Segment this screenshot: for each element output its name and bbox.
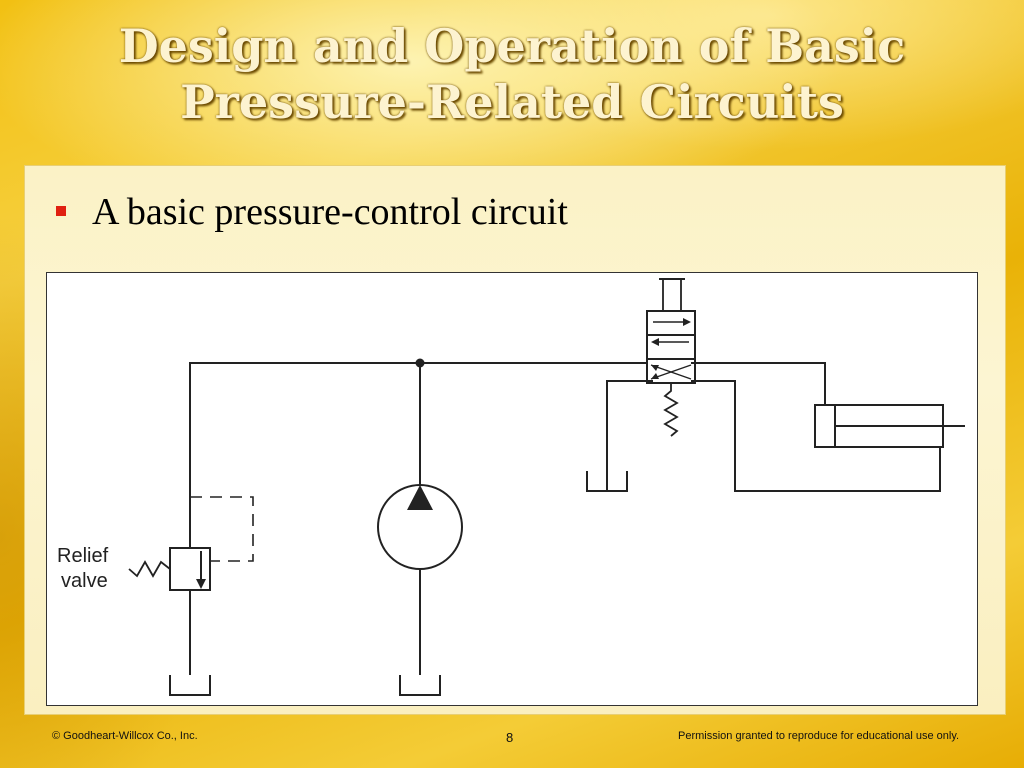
valve-reservoir (586, 471, 628, 492)
cylinder-cap-line (691, 362, 826, 405)
cylinder-symbol (814, 404, 965, 448)
hydraulic-circuit-diagram: Relief valve (46, 272, 978, 706)
main-pressure-line (189, 362, 653, 675)
directional-control-valve (646, 278, 696, 437)
relief-label-line-1: Relief (57, 545, 109, 567)
footer-page-number: 8 (506, 730, 514, 745)
cylinder-rod-line (691, 380, 941, 492)
relief-valve-reservoir (169, 675, 211, 696)
title-line-1: Design and Operation of Basic (118, 19, 906, 73)
slide-title: Design and Operation of Basic Pressure-R… (0, 18, 1024, 130)
pump-symbol (377, 484, 463, 675)
relief-label-line-2: valve (61, 570, 108, 592)
footer-copyright: © Goodheart-Willcox Co., Inc. (52, 730, 198, 742)
square-bullet-icon (56, 206, 66, 216)
title-line-2: Pressure-Related Circuits (180, 75, 844, 129)
bullet-text: A basic pressure-control circuit (92, 191, 568, 233)
valve-tank-line (606, 380, 653, 491)
footer-permission: Permission granted to reproduce for educ… (678, 730, 960, 742)
junction-dot (415, 358, 425, 368)
pump-reservoir (399, 675, 441, 696)
circuit-svg: Relief valve (57, 278, 965, 696)
relief-valve-symbol (128, 496, 254, 591)
